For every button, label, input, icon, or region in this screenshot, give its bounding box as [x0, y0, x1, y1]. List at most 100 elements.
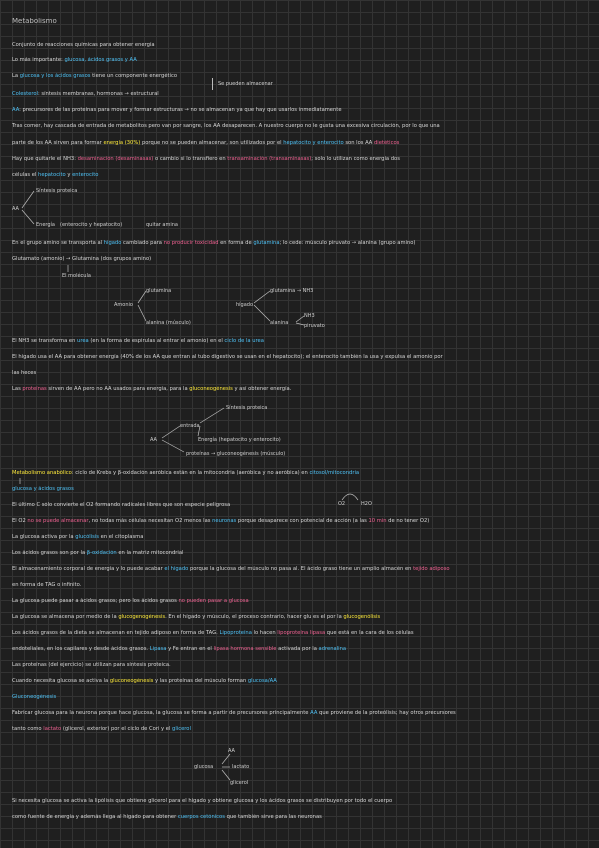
- note-line: células el hepatocito y enterocito: [12, 172, 593, 179]
- note-text: Hay que quitarle el NH3:: [12, 156, 78, 162]
- note-line: Si necesita glucosa se activa la lipólis…: [12, 798, 593, 805]
- note-text: parte de los AA sirven para formar: [12, 140, 104, 146]
- note-line: El NH3 se transforma en urea (en la form…: [12, 338, 593, 345]
- note-line: parte de los AA sirven para formar energ…: [12, 140, 593, 147]
- note-line: Cuando necesita glucosa se activa la glu…: [12, 678, 593, 685]
- note-line: El hígado usa el AA para obtener energía…: [12, 354, 593, 361]
- note-text: Cuando necesita glucosa se activa la: [12, 678, 110, 684]
- note-text: Si necesita glucosa se activa la lipólis…: [12, 798, 393, 804]
- note-line: Colesterol: síntesis membranas, hormonas…: [12, 91, 593, 98]
- note-text: glucólisis: [75, 534, 99, 540]
- note-text: porque la glucosa del músculo no pasa al…: [188, 566, 414, 572]
- page-title: Metabolismo: [12, 18, 57, 25]
- note-text: lactato: [43, 726, 62, 732]
- note-text: cambiado para: [121, 240, 164, 246]
- side-brace: [212, 78, 213, 90]
- note-text: y Fe entran en el: [166, 646, 214, 652]
- note-text: el hígado: [164, 566, 189, 572]
- note-text: que proviene de la proteólisis; hay otro…: [317, 710, 456, 716]
- note-text: Fabricar glucosa para la neurona porque …: [12, 710, 311, 716]
- note-text: El O2: [12, 518, 28, 524]
- note-text: (en la forma de espirulas al entrar el a…: [88, 338, 225, 344]
- note-line: La glucosa puede pasar a ácidos grasos; …: [12, 598, 593, 605]
- note-text: sirven de AA pero no AA usados para ener…: [46, 386, 190, 392]
- note-line: La glucosa se almacena por medio de la g…: [12, 614, 593, 621]
- note-text: En el grupo amino se transporta al: [12, 240, 104, 246]
- note-text: AA: [12, 107, 20, 113]
- note-text: : síntesis membranas, hormonas → estruct…: [38, 91, 159, 97]
- note-line: Gluconeogénesis: [12, 694, 593, 701]
- note-text: células el: [12, 172, 39, 178]
- note-text: Las proteínas (del ejercicio) se utiliza…: [12, 662, 171, 668]
- note-text: , no todas más células necesitan O2 meno…: [88, 518, 213, 524]
- note-text: tanto como: [12, 726, 44, 732]
- note-line: tanto como lactato (glicerol, exterior) …: [12, 726, 593, 733]
- note-line: Las proteínas (del ejercicio) se utiliza…: [12, 662, 593, 669]
- diagram5-aa: AA: [228, 748, 235, 754]
- note-line: endoteliales, en los capilares y desde á…: [12, 646, 593, 653]
- diagram2-alan2: alanina: [270, 320, 289, 326]
- note-text: desaminación (desaminasas): [77, 156, 154, 162]
- note-text: que está en la cara de los células: [325, 630, 414, 636]
- note-text: La: [12, 73, 20, 79]
- note-text: Glutamato (amonio) → Glutamina (dos grup…: [12, 256, 152, 262]
- note-text: cuerpos cetónicos: [177, 814, 225, 820]
- note-text: activada por la: [276, 646, 319, 652]
- note-text: en el citoplasma: [99, 534, 144, 540]
- note-text: Las: [12, 386, 23, 392]
- note-text: y así obtener energía.: [232, 386, 292, 392]
- note-text: energía (30%): [103, 140, 141, 146]
- diagram2-under: El molécula: [62, 273, 91, 279]
- note-text: gluconeogénesis: [189, 386, 233, 392]
- note-text: como fuente de energía y además llega al…: [12, 814, 178, 820]
- note-text: El último C sólo convierte el O2 formand…: [12, 502, 231, 508]
- diagram1-bottom-b: (enterocito y hepatocito): [60, 222, 123, 228]
- diagram2-glut: glutamina: [146, 288, 172, 294]
- note-text: no se puede almacenar: [27, 518, 89, 524]
- diagram2-nh3: NH3: [304, 313, 315, 319]
- note-text: de no tener O2): [386, 518, 430, 524]
- note-text: (glicerol, exterior) por el ciclo de Cor…: [61, 726, 173, 732]
- note-text: no pueden pasar a glucosa: [178, 598, 249, 604]
- note-text: neuronas: [212, 518, 237, 524]
- note-line: AA: precursores de las proteínas para mo…: [12, 107, 593, 114]
- note-text: La glucosa puede pasar a ácidos grasos; …: [12, 598, 179, 604]
- note-line: Tras comer, hay cascada de entrada de me…: [12, 123, 593, 130]
- diagram5-lactato: lactato: [232, 764, 250, 770]
- note-text: Lo más importante:: [12, 57, 65, 63]
- note-line: Los ácidos grasos de la dieta se almacen…: [12, 630, 593, 637]
- note-text: glucosa, ácidos grasos y AA: [64, 57, 137, 63]
- note-text: citosol/mitocondria: [309, 470, 360, 476]
- note-text: lipasa hormona sensible: [213, 646, 277, 652]
- note-text: El NH3 se transforma en: [12, 338, 78, 344]
- note-text: Tras comer, hay cascada de entrada de me…: [12, 123, 440, 129]
- note-text: Lipasa: [149, 646, 167, 652]
- note-text: glutamina: [253, 240, 280, 246]
- note-text: glucosa y los ácidos grasos: [19, 73, 91, 79]
- note-text: Lipoproteína: [219, 630, 252, 636]
- note-text: no producir toxicidad: [163, 240, 219, 246]
- note-text: las heces: [12, 370, 37, 376]
- diagram4-o2: O2: [338, 501, 346, 507]
- note-text: El hígado usa el AA para obtener energía…: [12, 354, 443, 360]
- note-text: endoteliales, en los capilares y desde á…: [12, 646, 150, 652]
- note-text: lo hacen: [251, 630, 278, 636]
- diagram3-proteinas: proteínas → gluconeogénesis (músculo): [186, 451, 286, 457]
- diagram2-glut2: glutamina → NH3: [270, 288, 314, 294]
- note-line: Hay que quitarle el NH3: desaminación (d…: [12, 156, 593, 163]
- note-text: Colesterol: [12, 91, 38, 97]
- side-note: Se pueden almacenar: [218, 81, 273, 87]
- note-text: 10 min: [368, 518, 387, 524]
- diagram2-alanina: alanina (músculo): [146, 320, 191, 326]
- note-text: Conjunto de reacciones químicas para obt…: [12, 42, 155, 48]
- note-line: El O2 no se puede almacenar, no todas má…: [12, 518, 593, 525]
- diagram1-aa: AA: [12, 206, 19, 212]
- diagram2-higado: hígado: [236, 302, 254, 308]
- note-text: son los AA: [343, 140, 374, 146]
- note-text: gluconeogénesis: [109, 678, 154, 684]
- note-line: en forma de TAG o infinito.: [12, 582, 593, 589]
- note-text: glucogenólisis: [343, 614, 381, 620]
- note-text: glucosa/AA: [247, 678, 277, 684]
- diagram3-aa: AA: [150, 437, 157, 443]
- note-text: Los ácidos grasos son por la: [12, 550, 87, 556]
